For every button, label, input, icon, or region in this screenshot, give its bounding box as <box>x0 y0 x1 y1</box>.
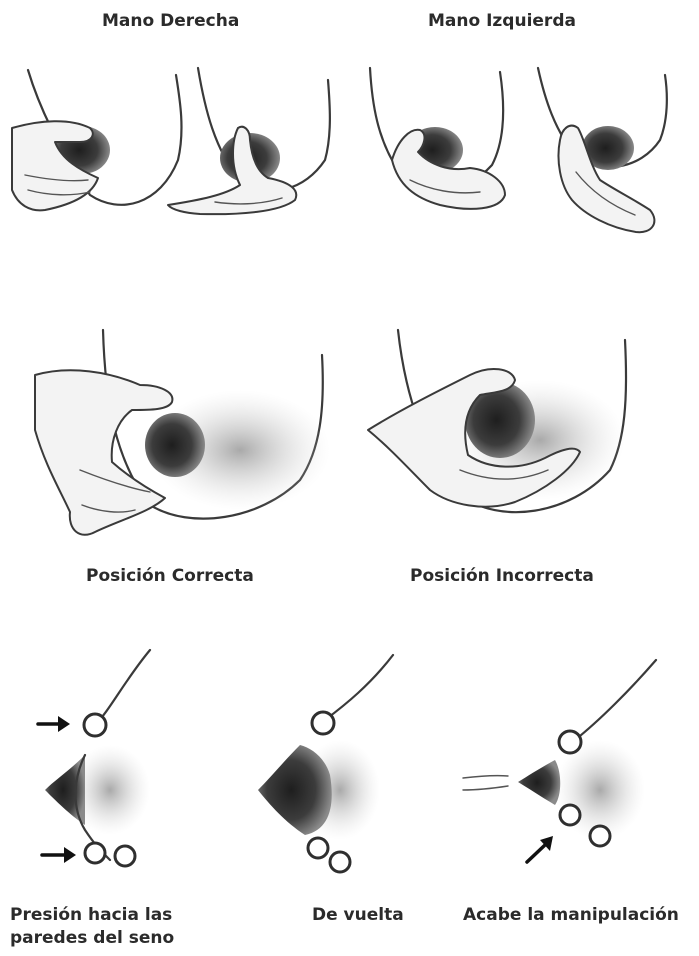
left-hand-illustration-2 <box>538 68 667 232</box>
right-hand-illustration-1 <box>12 70 182 210</box>
arrow-head-icon <box>64 847 76 863</box>
correct-position-illustration <box>35 330 330 535</box>
step2-label: De vuelta <box>312 904 404 927</box>
correct-position-label: Posición Correcta <box>86 565 254 588</box>
right-hand-label: Mano Derecha <box>102 10 239 33</box>
left-hand-illustration-1 <box>370 68 505 209</box>
step3-label: Acabe la manipulación <box>463 904 679 927</box>
left-hand-label: Mano Izquierda <box>428 10 576 33</box>
step3-illustration <box>463 660 656 862</box>
arrow-up-right-icon <box>527 845 545 862</box>
step2-illustration <box>258 655 393 872</box>
incorrect-position-illustration <box>368 330 626 512</box>
step1-illustration <box>38 650 150 866</box>
incorrect-position-label: Posición Incorrecta <box>410 565 594 588</box>
right-hand-illustration-2 <box>168 68 330 214</box>
arrow-head-icon <box>58 716 70 732</box>
step1-label: Presión hacia las paredes del seno <box>10 904 205 950</box>
